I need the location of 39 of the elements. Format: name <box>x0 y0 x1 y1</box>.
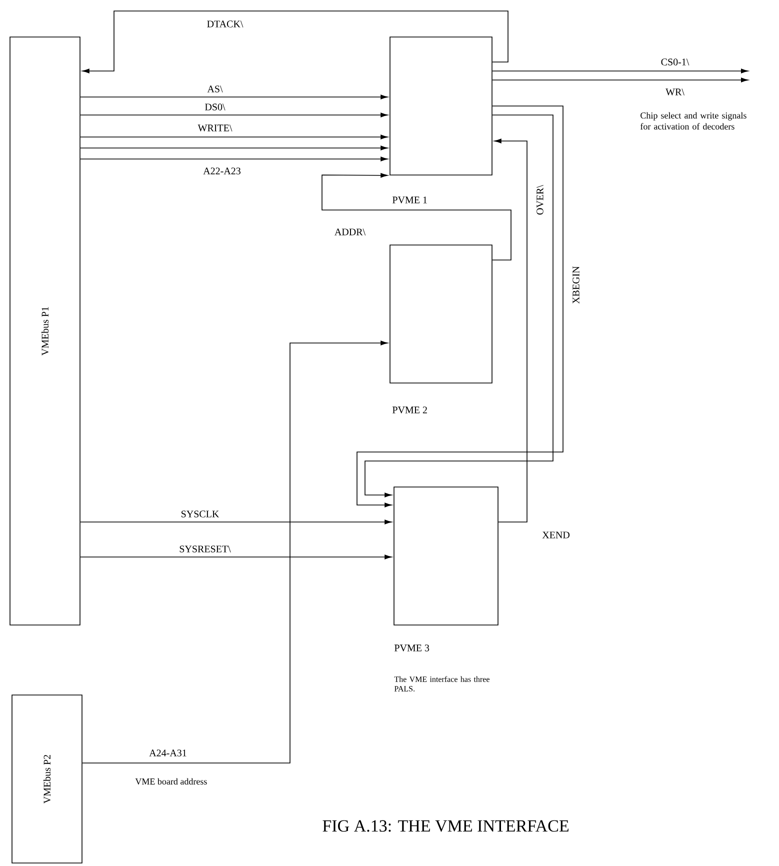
signal-label: DS0\ <box>204 102 226 112</box>
signal-label: SYSRESET\ <box>178 544 232 554</box>
connector-box: VMEbus P2 <box>12 694 82 864</box>
signal-label: ADDR\ <box>333 228 367 236</box>
signal-line <box>80 554 392 560</box>
signal-label: DTACK\ <box>206 20 244 28</box>
signal-line <box>80 520 392 524</box>
signal-label: A24-A31 <box>148 748 188 758</box>
signal-line <box>82 340 388 764</box>
pal-box: PVME 3 <box>394 486 498 652</box>
pal-box: PVME 2 <box>390 244 492 414</box>
signal-line <box>494 138 528 522</box>
note-text: The VME interface has three PALS. <box>394 676 490 692</box>
note-text: Chip select and write signals for activation of decoders <box>640 112 746 130</box>
signal-line <box>80 94 388 100</box>
signal-line <box>80 146 388 150</box>
node-label: PVME 2 <box>392 406 427 414</box>
signal-line <box>80 156 388 162</box>
signal-label: A22-A23 <box>202 166 242 176</box>
signal-line <box>82 10 508 74</box>
signal-line <box>322 173 512 260</box>
signal-label: WR\ <box>664 88 686 96</box>
signal-label: XEND <box>541 530 571 540</box>
signal-line <box>80 112 388 118</box>
signal-label: CS0-1\ <box>660 58 690 66</box>
signal-label: SYSCLK <box>180 510 220 518</box>
pal-box: PVME 1 <box>390 36 492 204</box>
node-label: PVME 3 <box>394 644 430 652</box>
signal-line <box>492 78 748 82</box>
signal-line <box>80 134 388 140</box>
signal-label: XBEGIN <box>572 265 580 305</box>
signal-label: WRITE\ <box>196 124 234 132</box>
figure-caption: FIG A.13: THE VME INTERFACE <box>322 820 568 832</box>
signal-label: OVER\ <box>536 184 544 216</box>
node-label: PVME 1 <box>392 196 427 204</box>
signal-line <box>492 68 748 74</box>
note-text: VME board address <box>135 778 207 785</box>
connector-box: VMEbus P1 <box>10 36 80 626</box>
signal-label: AS\ <box>206 84 224 94</box>
